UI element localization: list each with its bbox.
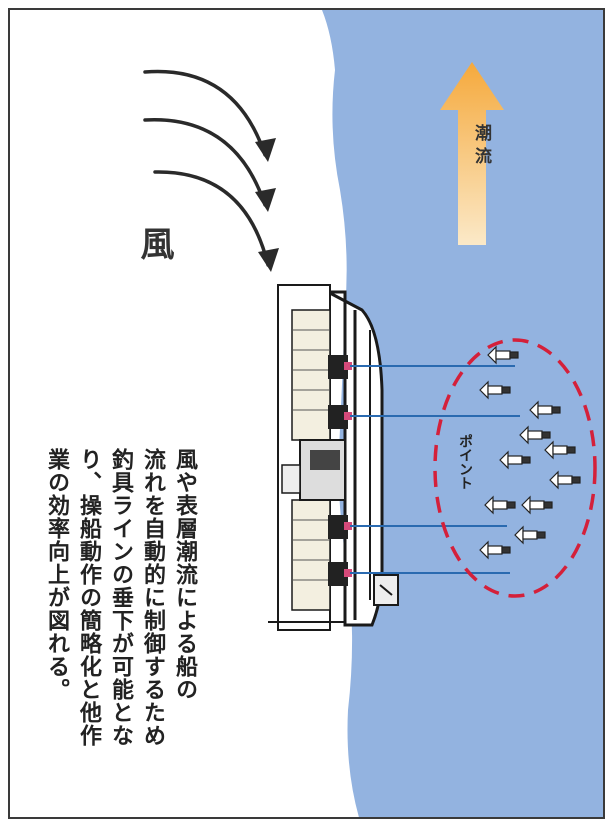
diagram-canvas (143, 10, 603, 817)
squid-icon (487, 345, 519, 365)
wind-arrowhead-3 (258, 248, 279, 272)
wind-arrow-2 (143, 118, 267, 207)
description-line-1: 風や表層潮流による船の (172, 448, 197, 701)
wind-arrow-1 (143, 69, 267, 157)
squid-icon (499, 450, 531, 470)
wind-arrowhead-2 (255, 188, 276, 212)
description-line-5: 業の効率向上が図れる。 (44, 448, 69, 701)
description-line-4: り、操船動作の簡略化と他作 (76, 448, 101, 747)
squid-icon (549, 470, 581, 490)
point-label: ポイント (457, 434, 473, 490)
current-label: 潮流 (471, 124, 491, 170)
description-line-3: 釣具ラインの垂下が可能とな (108, 448, 133, 747)
squid-icon (484, 495, 516, 515)
squid-icon (544, 440, 576, 460)
description-line-2: 流れを自動的に制御するため (140, 448, 165, 747)
squid-icon (479, 380, 511, 400)
squid-icon (529, 400, 561, 420)
squid-icon (514, 525, 546, 545)
point-circle (433, 338, 597, 598)
squid-icons (479, 345, 581, 560)
wind-arrow-3 (153, 170, 270, 267)
sea-area (322, 10, 603, 817)
fishing-lines (350, 365, 520, 574)
squid-icon (521, 495, 553, 515)
current-arrow (440, 62, 504, 245)
squid-icon (479, 540, 511, 560)
wind-label: 風 (134, 226, 174, 260)
squid-icon (519, 425, 551, 445)
diagram-frame: 風や表層潮流による船の 流れを自動的に制御するため 釣具ラインの垂下が可能とな … (8, 8, 605, 819)
wind-arrows (143, 69, 270, 267)
fishing-boat (268, 284, 399, 631)
description-text: 風や表層潮流による船の 流れを自動的に制御するため 釣具ラインの垂下が可能とな … (40, 448, 200, 808)
wind-arrowhead-1 (255, 138, 276, 162)
